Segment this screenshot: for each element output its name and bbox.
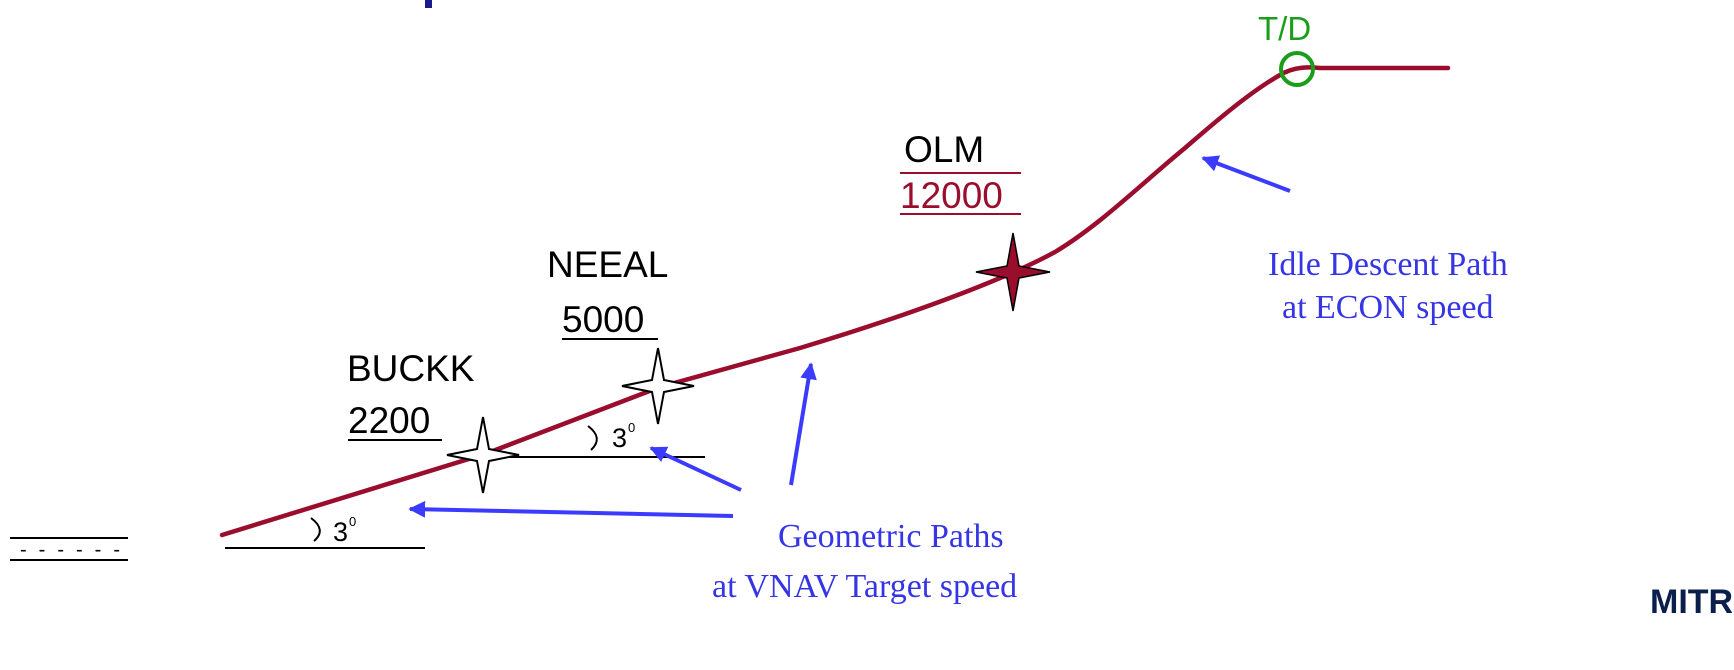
arrow-to-geometric-path-mid: [789, 362, 817, 486]
angle-upper-value: 3: [612, 423, 627, 453]
title-fragment: [425, 0, 432, 8]
angle-arc-icon: [587, 425, 598, 451]
angle-arc-icon: [310, 517, 321, 542]
waypoint-olm-name: OLM: [904, 129, 984, 170]
arrow-to-upper-reference: [649, 446, 742, 492]
waypoint-olm-star-icon: [975, 232, 1051, 312]
top-of-descent-marker: [1279, 51, 1315, 87]
descent-path: [219, 65, 1451, 538]
waypoint-buckk-star-icon: [446, 416, 520, 494]
waypoint-buckk-name: BUCKK: [347, 348, 475, 389]
top-of-descent-label: T/D: [1258, 10, 1311, 47]
waypoint-olm-altitude: 12000: [900, 175, 1003, 216]
angle-lower-value: 3: [333, 517, 348, 547]
waypoint-neeal-star-icon: [621, 347, 695, 425]
arrow-to-lower-reference: [408, 500, 734, 518]
idle-descent-label-line1: Idle Descent Path: [1268, 246, 1508, 283]
geometric-label-line2: at VNAV Target speed: [712, 568, 1017, 605]
angle-upper-unit: 0: [628, 420, 635, 435]
runway-centerline: ------: [20, 539, 120, 561]
waypoint-neeal-altitude: 5000: [562, 299, 644, 340]
angle-lower-unit: 0: [349, 514, 356, 529]
arrow-to-idle-path: [1201, 155, 1291, 193]
waypoint-neeal-name: NEEAL: [547, 244, 668, 285]
idle-descent-label-line2: at ECON speed: [1282, 289, 1494, 326]
mitre-logo: MITRE: [1650, 583, 1734, 621]
waypoint-buckk-altitude: 2200: [348, 400, 430, 441]
geometric-label-line1: Geometric Paths: [778, 518, 1004, 555]
